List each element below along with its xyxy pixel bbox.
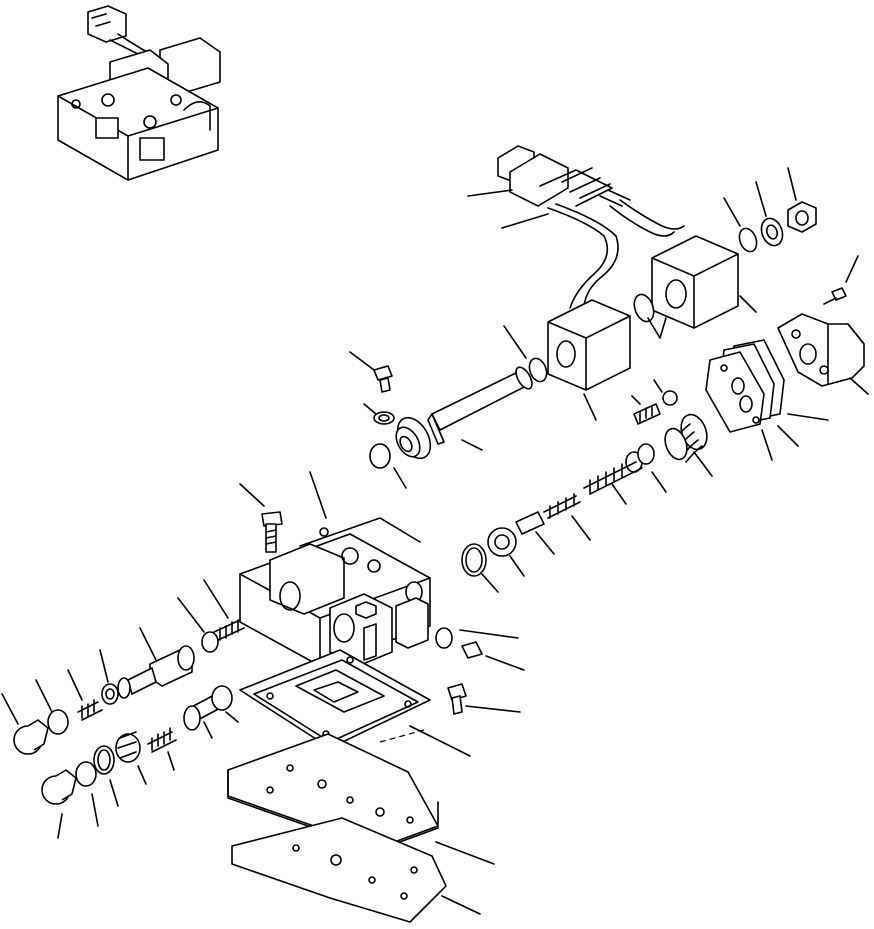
snap-ring-center [461,543,499,593]
washer-left [99,649,119,705]
o-ring-left [35,679,69,735]
gasket-plate-stack [705,339,829,461]
spool-piston [515,511,555,555]
wire-harness-connector [467,145,685,309]
solenoid-valve-stem [395,325,548,460]
solenoid-coil-center [547,299,631,421]
plug-left-lower [41,769,77,839]
body-side-washer-bolt [435,627,525,715]
spring-left-mid [67,669,103,721]
valve-body [239,471,431,667]
o-ring-small [633,293,667,339]
plug-left-upper [1,693,49,755]
spring-left-lower [147,727,177,771]
snap-ring-left [93,745,119,807]
spool-stepped [117,627,195,699]
solenoid-cover [777,313,869,395]
retainer-sleeve [487,527,525,577]
spring-medium [583,443,667,505]
spool-spring-chain [461,379,713,593]
ring-washer-nut-set [723,167,817,253]
spring-left-upper [177,579,245,653]
spool-sleeve [183,685,239,739]
bottom-plate [231,817,481,923]
cover-bolt [823,255,859,305]
valve-gasket [239,649,471,757]
body-bolt [239,483,283,553]
assembled-valve-inset [57,5,221,181]
sleeve-left-lower [115,731,147,785]
left-spool-chain [1,579,245,839]
spring-small-top [631,379,678,425]
o-ring-left-lower [75,761,99,827]
spring-small-center [543,493,591,541]
spring-large [664,413,713,477]
stem-bolt-washer [349,351,407,489]
solenoid-coil-right [651,235,757,329]
